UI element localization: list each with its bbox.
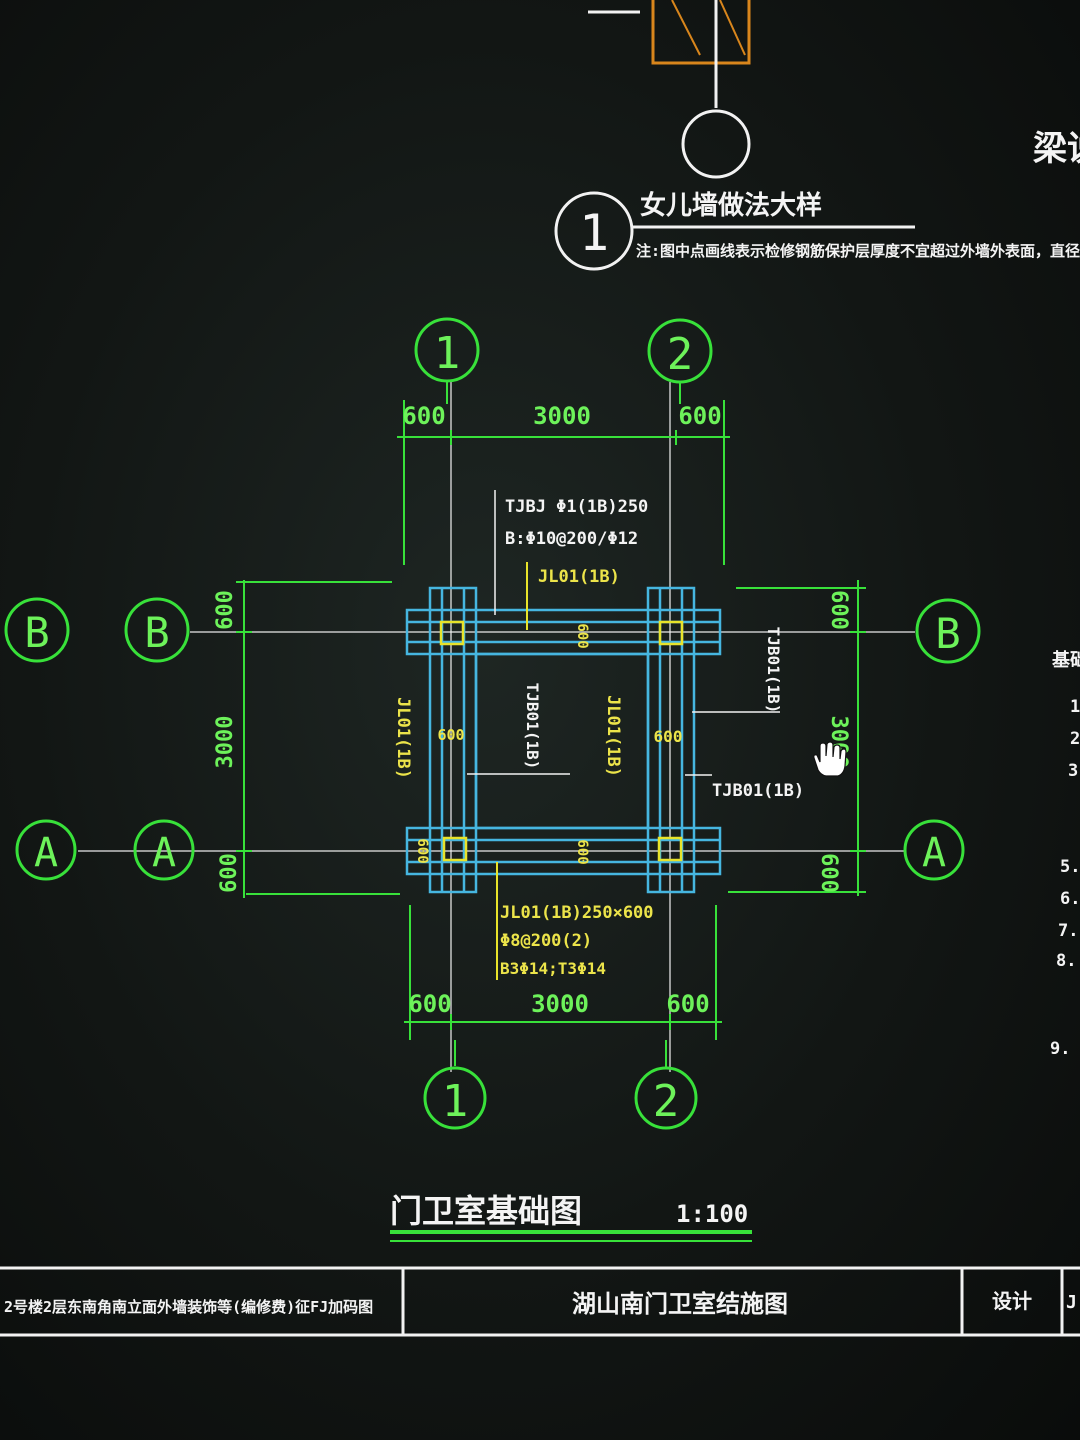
tjb-center-label: TJB01(1B) (523, 683, 542, 770)
side-notes: 基础 1. 2. 3. 5. 6. 7. 8. 9. (1050, 649, 1080, 1059)
svg-text:J.: J. (1066, 1292, 1080, 1313)
axis-bubble-top-2 (647, 318, 713, 384)
axis-bubble-far-left-b (4, 597, 70, 663)
drawing-title-block: 2号楼2层东南角南立面外墙装饰等(编修费)征FJ加码图 湖山南门卫室结施图 设计… (0, 1266, 1080, 1337)
svg-text:A: A (34, 830, 58, 876)
hand-cursor-icon (813, 741, 847, 777)
jl01-top-label: JL01(1B) (538, 567, 620, 587)
svg-text:1: 1 (434, 328, 461, 379)
svg-text:3000: 3000 (533, 402, 591, 430)
jl01-bottom-label-2: Φ8@200(2) (500, 931, 592, 951)
columns (439, 620, 684, 862)
axis-bubble-bottom-1 (423, 1066, 487, 1130)
svg-text:600: 600 (654, 727, 683, 746)
inner-dims: 600 600 600 600 600 (414, 623, 682, 864)
side-title: 梁说明 (1033, 129, 1080, 169)
titleblock-drawing-name: 湖山南门卫室结施图 (572, 1290, 788, 1318)
column-a1 (442, 836, 468, 862)
axis-bubble-right-a (903, 819, 965, 881)
axis-bubble-bottom-2 (634, 1066, 698, 1130)
svg-text:2: 2 (667, 329, 694, 380)
plan-title-block: 门卫室基础图 1:100 (390, 1192, 752, 1242)
svg-text:600: 600 (402, 402, 445, 430)
plan-title: 门卫室基础图 (390, 1192, 582, 1230)
titleblock-project: 2号楼2层东南角南立面外墙装饰等(编修费)征FJ加码图 (4, 1298, 373, 1316)
axis-bubble-top-1 (414, 317, 480, 383)
detail-title: 女儿墙做法大样 (640, 190, 822, 221)
svg-text:7.: 7. (1058, 921, 1078, 941)
plan-scale: 1:100 (676, 1200, 748, 1228)
svg-text:600: 600 (213, 590, 238, 630)
svg-text:600: 600 (437, 726, 464, 744)
svg-text:B: B (144, 608, 169, 657)
tjb-right-label: TJB01(1B) (764, 627, 783, 714)
axis-lines (78, 382, 915, 1072)
svg-text:8.: 8. (1056, 951, 1076, 971)
jl01-bottom-label-3: B3Φ14;T3Φ14 (500, 959, 606, 978)
jl01-mid-label: JL01(1B) (603, 695, 623, 777)
axis-bubble-right-b (915, 598, 981, 664)
axis-bubble-far-left-a (15, 819, 77, 881)
svg-text:600: 600 (574, 839, 590, 864)
svg-text:3000: 3000 (531, 990, 589, 1018)
svg-text:1.: 1. (1070, 697, 1080, 717)
leader-circle (681, 109, 751, 179)
svg-text:600: 600 (414, 838, 430, 863)
detail-note: 注:图中点画线表示检修钢筋保护层厚度不宜超过外墙外表面，直径均为Φ8。 (636, 242, 1080, 260)
svg-text:2.: 2. (1070, 729, 1080, 749)
detail-number: 1 (579, 204, 609, 262)
svg-text:600: 600 (678, 402, 721, 430)
svg-text:3.: 3. (1068, 761, 1080, 781)
svg-text:9.: 9. (1050, 1039, 1070, 1059)
axis-bubble-left-a (133, 819, 195, 881)
annotations: TJBJ Φ1(1B)250 B:Φ10@200/Φ12 JL01(1B) JL… (393, 490, 804, 980)
detail-box (651, 0, 751, 65)
svg-text:1: 1 (442, 1076, 469, 1127)
detail-number-circle (554, 191, 634, 271)
svg-text:5.: 5. (1060, 857, 1080, 877)
svg-text:2: 2 (653, 1076, 680, 1127)
column-a2 (657, 836, 683, 862)
svg-text:600: 600 (666, 990, 709, 1018)
column-b2 (658, 620, 684, 646)
parapet-detail: 1 女儿墙做法大样 注:图中点画线表示检修钢筋保护层厚度不宜超过外墙外表面，直径… (554, 0, 1080, 271)
svg-text:A: A (152, 830, 176, 876)
svg-text:600: 600 (408, 990, 451, 1018)
axis-bubble-left-b (124, 597, 190, 663)
svg-text:6.: 6. (1060, 889, 1080, 909)
svg-text:B: B (935, 609, 960, 658)
tjbj-label: TJBJ Φ1(1B)250 (505, 497, 648, 517)
svg-text:3000: 3000 (213, 716, 238, 769)
axis-bubbles: 1 2 1 2 B B B A A A (4, 317, 981, 1130)
jl01-bottom-label-1: JL01(1B)250×600 (500, 903, 654, 923)
svg-text:600: 600 (816, 853, 841, 893)
tjb-right2-label: TJB01(1B) (712, 781, 804, 801)
svg-text:B: B (24, 608, 49, 657)
svg-text:600: 600 (826, 590, 851, 630)
tjbj-b-label: B:Φ10@200/Φ12 (505, 529, 638, 549)
svg-text:基础: 基础 (1051, 649, 1080, 671)
dimension-lines (236, 400, 866, 1040)
svg-text:A: A (922, 830, 946, 876)
jl01-left-label: JL01(1B) (393, 697, 413, 779)
svg-text:600: 600 (574, 623, 590, 648)
column-b1 (439, 620, 465, 646)
svg-text:600: 600 (217, 853, 242, 893)
dimension-texts: 600 3000 600 600 3000 600 600 3000 600 6… (213, 402, 851, 1018)
titleblock-design-label: 设计 (992, 1289, 1032, 1313)
